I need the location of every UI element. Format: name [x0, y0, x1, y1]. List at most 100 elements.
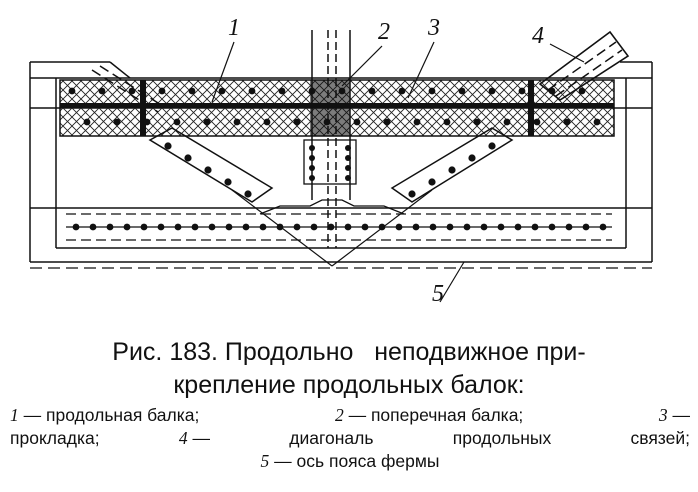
rivet: [242, 223, 250, 231]
legend-item-1: 1 — продольная балка;: [10, 405, 200, 425]
rivet: [323, 118, 331, 126]
rivet: [338, 87, 346, 95]
diagonal-rivets: [164, 142, 496, 198]
rivet: [428, 178, 436, 186]
rivet: [446, 223, 454, 231]
rivet: [480, 223, 488, 231]
rivet: [204, 166, 212, 174]
rivet: [106, 223, 114, 231]
rivet: [68, 87, 76, 95]
rivet: [488, 142, 496, 150]
rivet: [309, 155, 315, 161]
rivet: [395, 223, 403, 231]
figure-legend: 1 — продольная балка; 2 — поперечная бал…: [10, 404, 690, 473]
rivet: [225, 223, 233, 231]
rivet: [497, 223, 505, 231]
rivet: [157, 223, 165, 231]
rivet: [224, 178, 232, 186]
rivet: [233, 118, 241, 126]
callout-5: 5: [432, 281, 444, 307]
rivet: [123, 223, 131, 231]
rivet: [191, 223, 199, 231]
rivet: [218, 87, 226, 95]
rivet: [514, 223, 522, 231]
legend-line-1: 1 — продольная балка; 2 — поперечная бал…: [10, 404, 690, 427]
rivet: [398, 87, 406, 95]
legend-item-2: 2 — поперечная балка;: [334, 405, 524, 425]
rivet: [531, 223, 539, 231]
rivet: [72, 223, 80, 231]
rivet: [412, 223, 420, 231]
chord-axis: [30, 189, 652, 269]
rivet: [345, 145, 351, 151]
rivet: [293, 118, 301, 126]
legend-line-3: 5 — ось пояса фермы: [10, 450, 690, 473]
caption-line-1: Рис. 183. Продольно неподвижное при-: [112, 338, 586, 366]
callout-4: 4: [532, 23, 544, 49]
rivet: [309, 145, 315, 151]
rivet: [503, 118, 511, 126]
rivet: [345, 165, 351, 171]
rivet: [327, 223, 335, 231]
rivet: [83, 118, 91, 126]
rivet: [173, 118, 181, 126]
rivet: [89, 223, 97, 231]
cross-beam-rivets: [309, 145, 351, 181]
rivet: [248, 87, 256, 95]
rivet: [244, 190, 252, 198]
rivet: [428, 87, 436, 95]
rivet: [310, 223, 318, 231]
caption-line-2: крепление продольных балок:: [173, 371, 525, 399]
beam-rivets: [68, 87, 601, 126]
rivet: [140, 223, 148, 231]
rivet: [344, 223, 352, 231]
leader-lines: [211, 41, 585, 303]
rivet: [578, 87, 586, 95]
rivet: [368, 87, 376, 95]
rivet: [468, 154, 476, 162]
rivet: [98, 87, 106, 95]
rivet: [113, 118, 121, 126]
rivet: [184, 154, 192, 162]
rivet: [353, 118, 361, 126]
rivet: [548, 223, 556, 231]
cross-beam: [303, 30, 357, 248]
rivet: [408, 190, 416, 198]
legend-item-3: 3 —: [658, 405, 690, 425]
rivet: [278, 87, 286, 95]
rivet: [345, 155, 351, 161]
rivet: [463, 223, 471, 231]
rivet: [443, 118, 451, 126]
rivet: [599, 223, 607, 231]
legend-line-2: прокладка; 4 — диагональ продольных связ…: [10, 428, 690, 448]
rivet: [593, 118, 601, 126]
rivet: [582, 223, 590, 231]
truss-connection-drawing: [29, 30, 653, 303]
callout-1: 1: [228, 15, 240, 41]
gusset-strip: [66, 199, 612, 241]
longitudinal-beam: [59, 79, 615, 137]
rivet: [413, 118, 421, 126]
callout-2: 2: [378, 19, 390, 45]
rivet: [563, 118, 571, 126]
rivet: [473, 118, 481, 126]
strip-rivets: [72, 223, 607, 231]
rivet: [143, 118, 151, 126]
figure-caption: Рис. 183. Продольно неподвижное при- кре…: [0, 336, 698, 402]
rivet: [383, 118, 391, 126]
rivet: [345, 175, 351, 181]
rivet: [263, 118, 271, 126]
rivet: [533, 118, 541, 126]
rivet: [309, 165, 315, 171]
rivet: [518, 87, 526, 95]
rivet: [309, 175, 315, 181]
rivet: [293, 223, 301, 231]
rivet: [208, 223, 216, 231]
rivet: [188, 87, 196, 95]
rivet: [488, 87, 496, 95]
rivet: [259, 223, 267, 231]
legend-item-4: 4 —: [178, 428, 210, 448]
rivet: [128, 87, 136, 95]
rivet: [361, 223, 369, 231]
rivet: [174, 223, 182, 231]
